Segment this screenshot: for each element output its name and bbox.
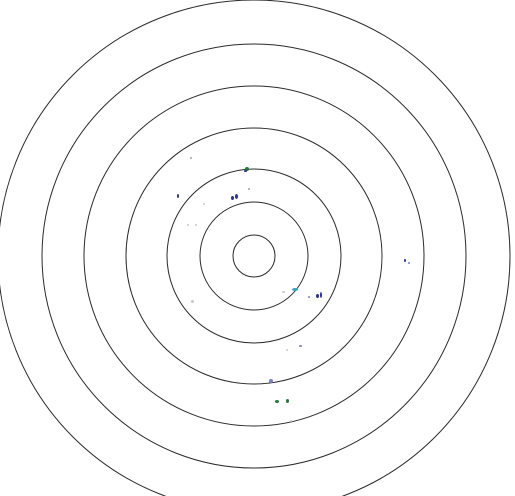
impact-mark <box>286 399 289 403</box>
impact-mark <box>292 288 298 291</box>
impact-mark <box>275 400 279 403</box>
impact-mark <box>244 170 247 172</box>
target-ring <box>83 85 425 427</box>
target-ring <box>232 234 276 278</box>
impact-mark <box>269 379 273 383</box>
impact-mark <box>190 157 192 159</box>
impact-marks <box>177 157 410 422</box>
impact-mark <box>177 194 179 198</box>
impact-mark <box>290 420 292 422</box>
impact-mark <box>203 203 205 205</box>
impact-mark <box>320 292 322 298</box>
impact-mark <box>245 167 249 171</box>
target-ring <box>41 43 467 469</box>
impact-mark <box>191 300 194 303</box>
target-ring <box>166 168 342 344</box>
impact-mark <box>195 224 197 226</box>
impact-mark <box>408 262 410 264</box>
impact-mark <box>316 294 319 298</box>
impact-mark <box>231 196 234 200</box>
impact-mark <box>308 296 310 298</box>
impact-mark <box>248 188 250 190</box>
impact-mark <box>299 345 302 347</box>
impact-mark <box>404 259 406 262</box>
target-ring <box>125 127 383 385</box>
impact-mark <box>235 194 238 199</box>
impact-mark <box>282 291 285 293</box>
target-ring <box>199 201 309 311</box>
impact-mark <box>286 349 288 351</box>
impact-mark <box>187 224 189 226</box>
